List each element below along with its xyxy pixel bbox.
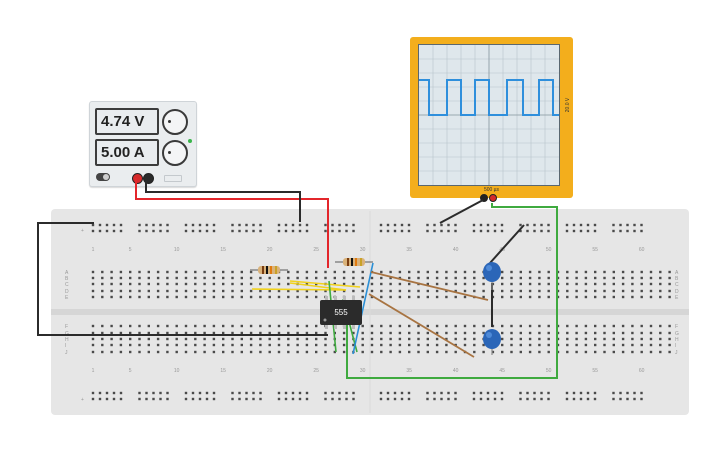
column-number: 50 xyxy=(546,247,552,253)
column-number: 55 xyxy=(592,368,598,374)
power-supply[interactable]: 4.74 V 5.00 A xyxy=(89,101,197,187)
column-number: 1 xyxy=(92,247,95,253)
scope-volt-division: 20.0 V xyxy=(565,97,571,113)
scope-screen xyxy=(418,44,560,186)
cv-led-icon xyxy=(188,139,192,143)
column-number: 60 xyxy=(639,368,645,374)
rail-plus-label: + xyxy=(81,228,84,234)
column-number: 35 xyxy=(406,247,412,253)
row-letter: D xyxy=(675,289,679,295)
column-number: 60 xyxy=(639,247,645,253)
column-number: 40 xyxy=(453,247,459,253)
column-number: 40 xyxy=(453,368,459,374)
column-number: 10 xyxy=(174,368,180,374)
column-number: 45 xyxy=(499,247,505,253)
column-number: 5 xyxy=(129,247,132,253)
voltage-knob[interactable] xyxy=(162,109,188,135)
oscilloscope[interactable]: 20.0 V 500 µs xyxy=(410,37,573,202)
column-number: 20 xyxy=(267,247,273,253)
column-number: 1 xyxy=(92,368,95,374)
column-number: 15 xyxy=(220,368,226,374)
vent-icon xyxy=(164,175,182,182)
column-number: 20 xyxy=(267,368,273,374)
scope-positive-probe[interactable] xyxy=(489,194,497,202)
row-letter: F xyxy=(65,324,68,330)
row-letter: A xyxy=(675,270,679,276)
row-letter: H xyxy=(65,337,69,343)
column-number: 50 xyxy=(546,368,552,374)
rail-plus-label: + xyxy=(81,397,84,403)
power-switch[interactable] xyxy=(96,173,110,181)
column-number: 30 xyxy=(360,368,366,374)
ic-label: 555 xyxy=(334,308,348,317)
row-letter: J xyxy=(675,350,678,356)
column-number: 45 xyxy=(499,368,505,374)
row-letter: C xyxy=(675,282,679,288)
row-letter: C xyxy=(65,282,69,288)
column-number: 10 xyxy=(174,247,180,253)
column-number: 55 xyxy=(592,247,598,253)
scope-negative-probe[interactable] xyxy=(480,194,488,202)
row-letter: G xyxy=(675,331,679,337)
scope-time-division: 500 µs xyxy=(483,187,500,193)
voltage-display: 4.74 V xyxy=(95,108,159,135)
current-display: 5.00 A xyxy=(95,139,159,166)
row-letter: E xyxy=(65,295,69,301)
column-number: 25 xyxy=(313,368,319,374)
column-number: 30 xyxy=(360,247,366,253)
row-letter: I xyxy=(675,343,676,349)
column-number: 15 xyxy=(220,247,226,253)
negative-terminal[interactable] xyxy=(143,173,154,184)
column-number: 35 xyxy=(406,368,412,374)
scope-grid xyxy=(419,45,559,185)
scope-trace xyxy=(419,79,559,116)
row-letter: B xyxy=(675,276,679,282)
positive-terminal[interactable] xyxy=(132,173,143,184)
current-knob[interactable] xyxy=(162,140,188,166)
column-number: 25 xyxy=(313,247,319,253)
row-letter: E xyxy=(675,295,679,301)
row-letter: J xyxy=(65,350,68,356)
breadboard-holes: 1155101015152020252530303535404045455050… xyxy=(51,211,689,413)
column-number: 5 xyxy=(129,368,132,374)
row-letter: F xyxy=(675,324,678,330)
row-letter: I xyxy=(65,343,66,349)
row-letter: H xyxy=(675,337,679,343)
